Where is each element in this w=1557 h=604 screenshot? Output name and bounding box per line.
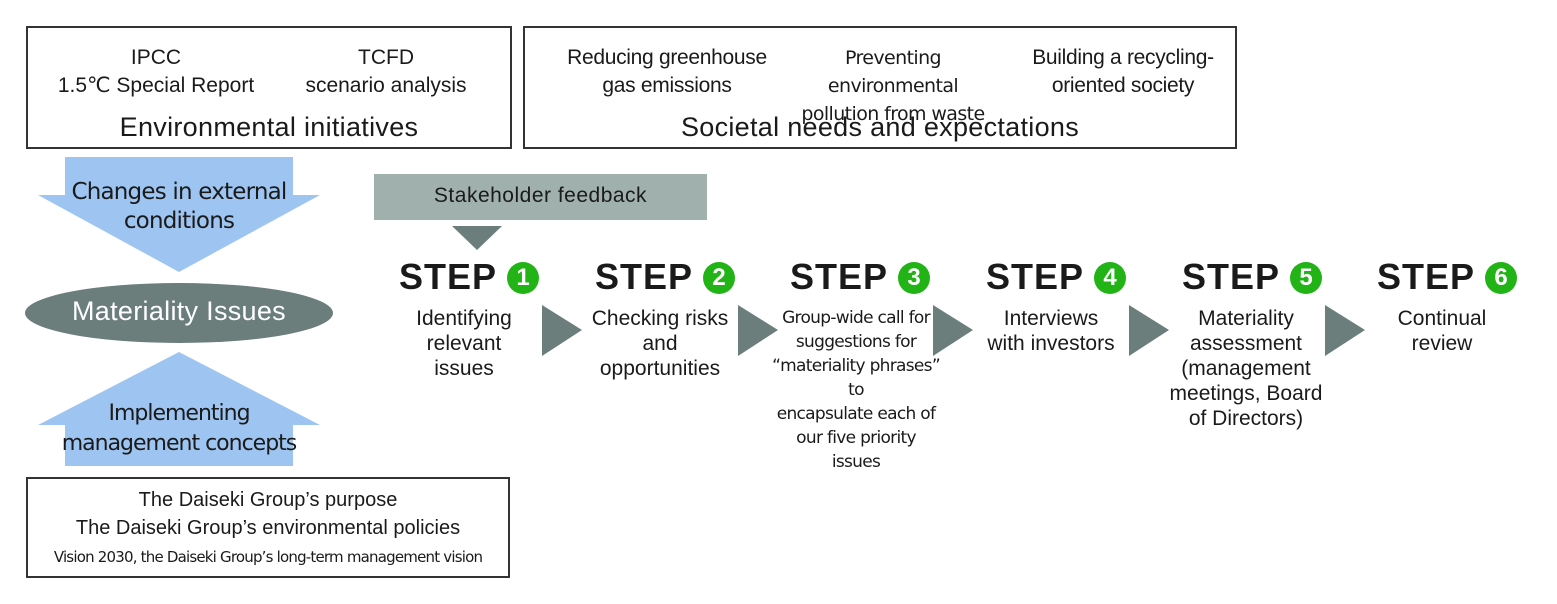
step-5-number: 5 (1290, 262, 1323, 294)
step-3-line: our five priority issues (796, 428, 916, 472)
recycling-line2: oriented society (1051, 74, 1195, 97)
purpose-line3: Vision 2030, the Daiseki Group’s long-te… (53, 548, 483, 566)
step-5-line: Materiality (1198, 307, 1294, 330)
step-6-line: review (1411, 332, 1473, 355)
ipcc-item: IPCC 1.5℃ Special Report (46, 44, 266, 100)
arrow-down-shape (38, 157, 320, 272)
step-arrow-3 (933, 305, 973, 356)
tcfd-line1: TCFD (358, 46, 414, 69)
step-1-description: Identifying relevant issues (384, 306, 544, 381)
step-3-description: Group-wide call for suggestions for “mat… (770, 306, 942, 474)
ghg-line1: Reducing greenhouse (567, 46, 767, 69)
ipcc-line1: IPCC (130, 46, 182, 69)
step-3-title: STEP 3 (790, 256, 931, 298)
step-5-description: Materiality assessment (management meeti… (1166, 306, 1326, 431)
step-4-title: STEP 4 (986, 256, 1127, 298)
step-3-line: encapsulate each of (776, 404, 936, 424)
step-2-line: Checking risks (591, 307, 729, 330)
changes-line2: conditions (123, 208, 235, 234)
tcfd-line2: scenario analysis (305, 74, 467, 97)
pollution-line1: Preventing environmental (827, 47, 959, 97)
stakeholder-pointer (452, 226, 502, 250)
step-arrow-1 (542, 305, 582, 356)
step-5-line: (management (1181, 357, 1311, 380)
step-6-number: 6 (1485, 262, 1518, 294)
implementing-line2: management concepts (61, 431, 298, 456)
step-4-line: Interviews (1003, 307, 1099, 330)
step-word: STEP (790, 256, 889, 297)
step-word: STEP (595, 256, 694, 297)
recycling-item: Building a recycling- oriented society (1003, 44, 1243, 100)
step-3-number: 3 (898, 262, 931, 294)
purpose-line1: The Daiseki Group’s purpose (138, 489, 398, 511)
materiality-ellipse (25, 283, 333, 343)
step-arrow-2 (738, 305, 778, 356)
step-6-title: STEP 6 (1377, 256, 1518, 298)
pollution-line2: pollution from waste (801, 103, 985, 125)
step-1-title: STEP 1 (399, 256, 540, 298)
step-2-number: 2 (703, 262, 736, 294)
step-2-description: Checking risks and opportunities (578, 306, 742, 381)
pollution-item: Preventing environmental pollution from … (783, 44, 1003, 128)
step-1-line: issues (434, 357, 494, 380)
step-3-line: “materiality phrases” to (772, 356, 941, 400)
step-word: STEP (1377, 256, 1476, 297)
step-4-line: with investors (987, 332, 1115, 355)
step-2-line: and (642, 332, 678, 355)
ghg-item: Reducing greenhouse gas emissions (547, 44, 787, 100)
step-word: STEP (986, 256, 1085, 297)
step-5-title: STEP 5 (1182, 256, 1323, 298)
arrow-up-shape (38, 352, 320, 466)
ipcc-line2: 1.5℃ Special Report (57, 74, 255, 97)
implementing-concepts-text: Implementing management concepts (40, 399, 318, 459)
recycling-line1: Building a recycling- (1032, 46, 1214, 69)
step-word: STEP (1182, 256, 1281, 297)
step-4-description: Interviews with investors (970, 306, 1132, 356)
ghg-line2: gas emissions (602, 74, 732, 97)
step-6-description: Continual review (1362, 306, 1522, 356)
step-5-line: assessment (1189, 332, 1303, 355)
step-2-title: STEP 2 (595, 256, 736, 298)
step-3-line: Group-wide call for (782, 308, 931, 328)
materiality-issues-label: Materiality Issues (72, 296, 286, 326)
societal-needs-box: Reducing greenhouse gas emissions Preven… (523, 26, 1237, 149)
purpose-box: The Daiseki Group’s purpose The Daiseki … (26, 477, 510, 578)
stakeholder-feedback-label: Stakeholder feedback (433, 184, 648, 207)
changes-line1: Changes in external (71, 179, 287, 205)
societal-needs-title: Societal needs and expectations (680, 112, 1080, 142)
tcfd-item: TCFD scenario analysis (276, 44, 496, 100)
step-2-line: opportunities (599, 357, 721, 380)
step-5-line: meetings, Board (1169, 382, 1323, 405)
step-arrow-5 (1325, 305, 1365, 356)
step-1-line: Identifying (416, 307, 512, 330)
environmental-initiatives-box: IPCC 1.5℃ Special Report TCFD scenario a… (26, 26, 512, 149)
step-1-number: 1 (507, 262, 540, 294)
step-4-number: 4 (1094, 262, 1127, 294)
purpose-line2: The Daiseki Group’s environmental polici… (75, 517, 461, 539)
environmental-initiatives-title: Environmental initiatives (119, 112, 419, 142)
changes-external-text: Changes in external conditions (40, 178, 318, 236)
step-word: STEP (399, 256, 498, 297)
step-5-line: of Directors) (1188, 407, 1304, 430)
step-arrow-4 (1129, 305, 1169, 356)
stakeholder-box (374, 174, 707, 220)
step-1-line: relevant (426, 332, 502, 355)
implementing-line1: Implementing (108, 401, 250, 426)
step-6-line: Continual (1397, 307, 1487, 330)
step-3-line: suggestions for (795, 332, 917, 352)
